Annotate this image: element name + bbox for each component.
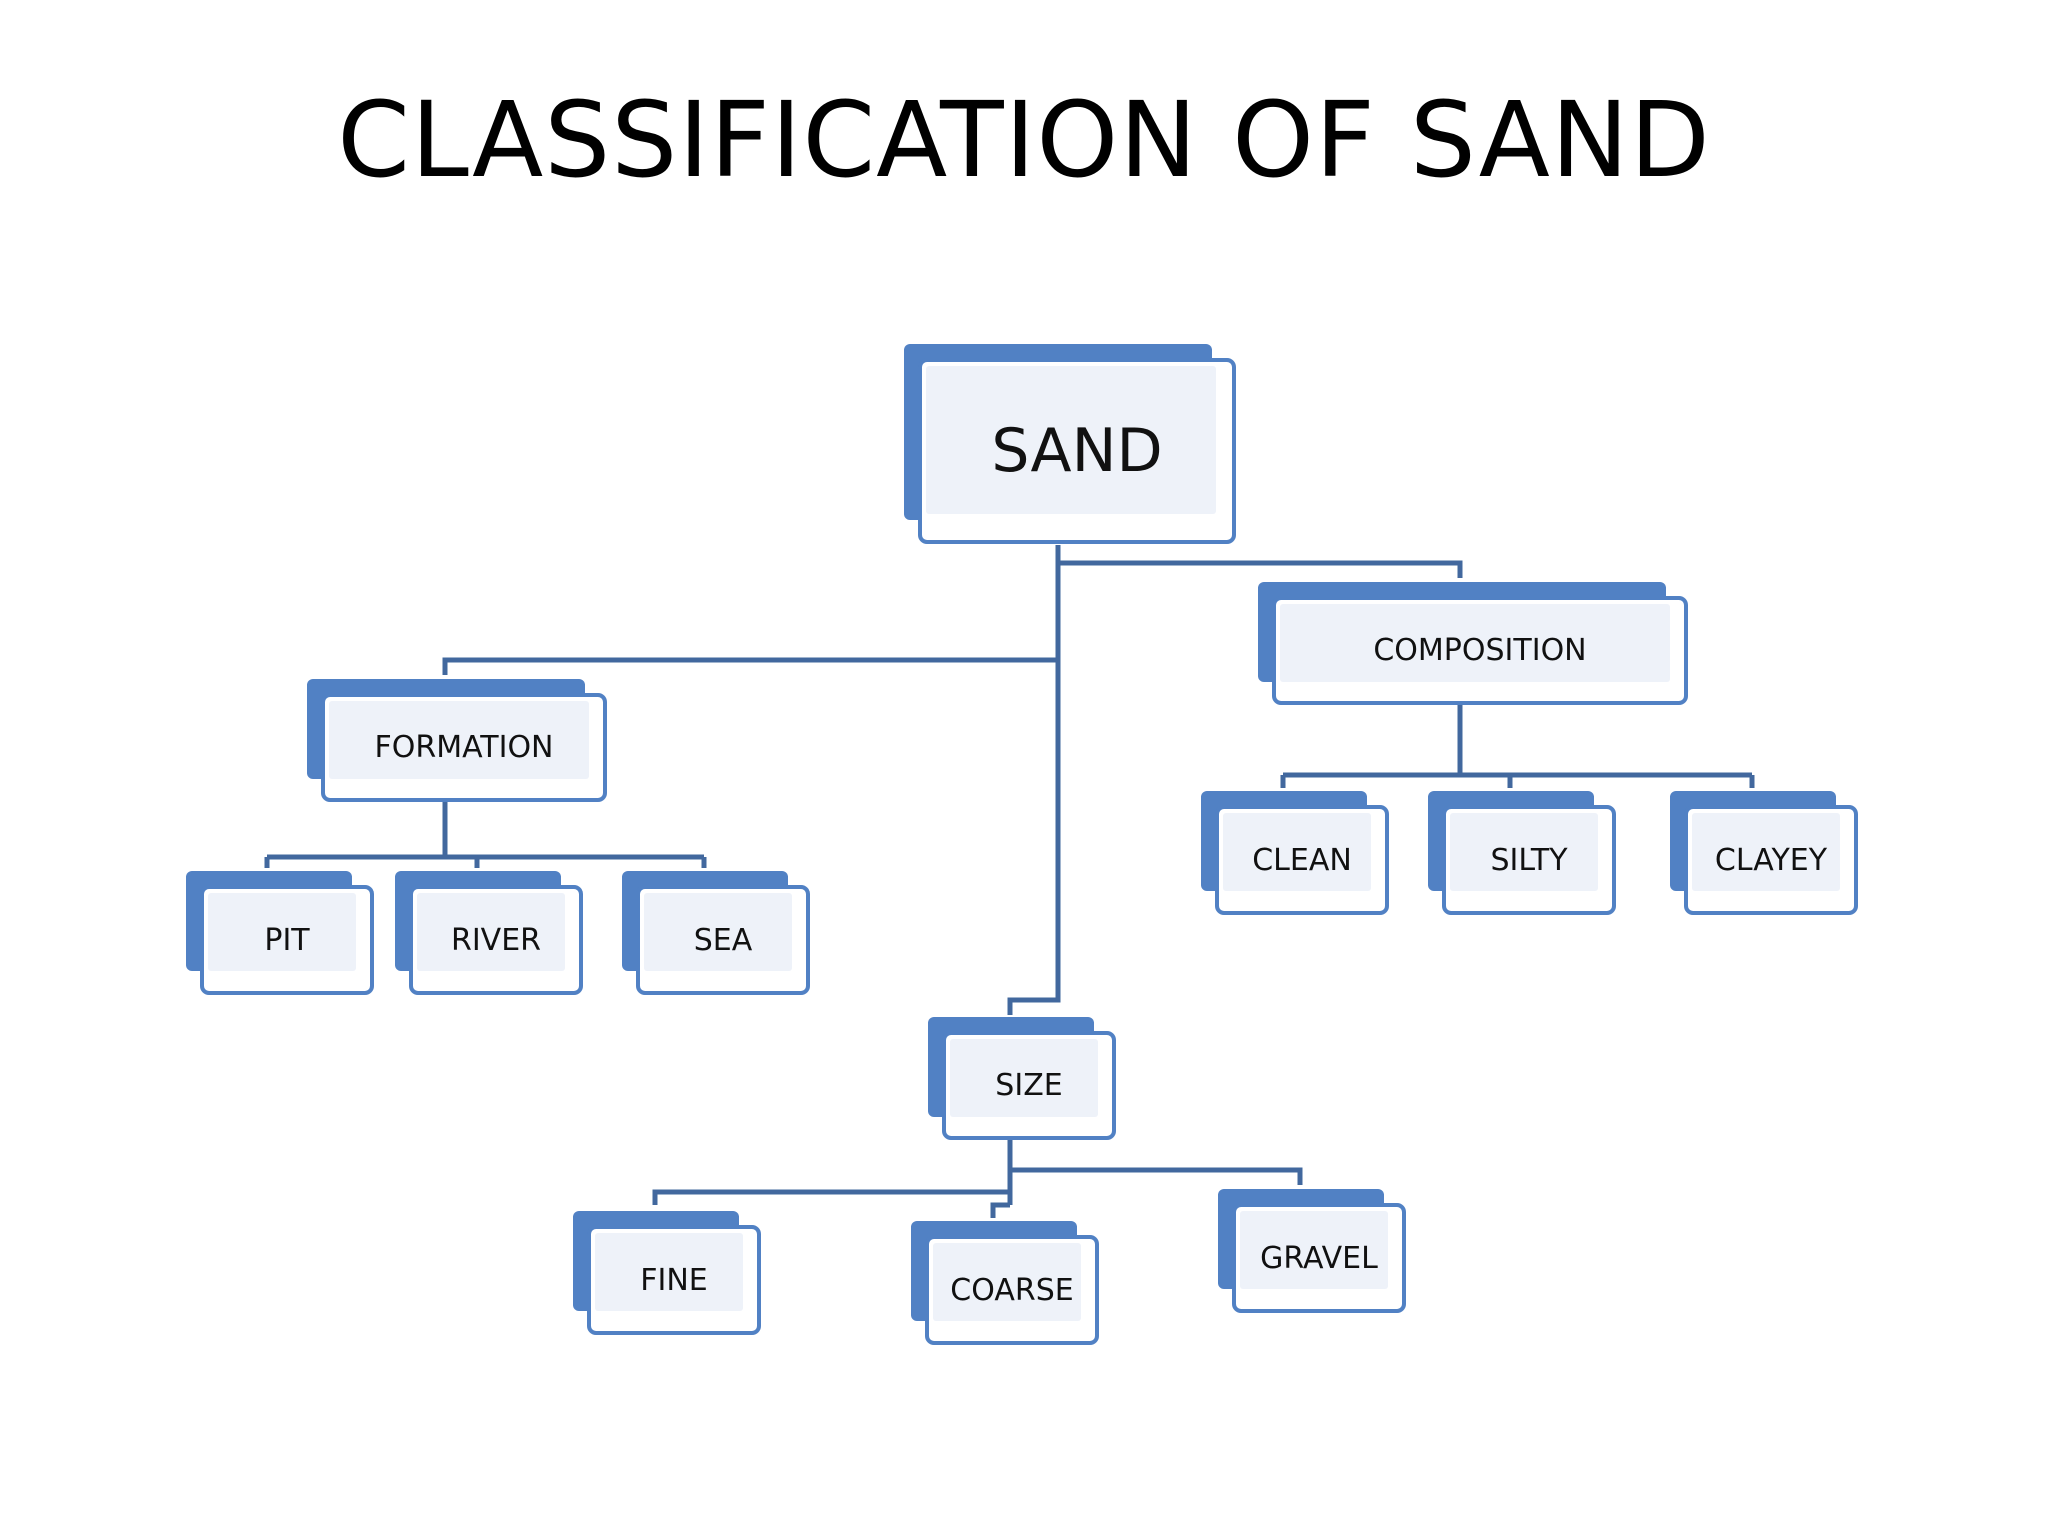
node-label: FINE xyxy=(640,1262,708,1298)
node-fill xyxy=(417,893,565,971)
node-fill xyxy=(933,1243,1081,1321)
node-fill xyxy=(950,1039,1098,1117)
node-fill xyxy=(208,893,356,971)
node-label: GRAVEL xyxy=(1260,1240,1378,1276)
node-label: RIVER xyxy=(450,922,541,958)
node-clayey: CLAYEY xyxy=(1670,791,1858,915)
node-composition: COMPOSITION xyxy=(1258,582,1688,705)
node-fill xyxy=(926,366,1216,514)
node-label: COARSE xyxy=(950,1272,1074,1308)
node-label: SAND xyxy=(991,416,1163,486)
node-label: CLEAN xyxy=(1252,842,1352,878)
node-fill xyxy=(1240,1211,1388,1289)
node-clean: CLEAN xyxy=(1201,791,1389,915)
node-label: FORMATION xyxy=(374,730,554,765)
connector-formation-to-children xyxy=(264,800,707,868)
node-size: SIZE xyxy=(928,1017,1116,1140)
node-silty: SILTY xyxy=(1428,791,1616,915)
node-gravel: GRAVEL xyxy=(1218,1189,1406,1313)
node-fill xyxy=(329,701,589,779)
node-sea: SEA xyxy=(622,871,810,995)
node-coarse: COARSE xyxy=(911,1221,1099,1345)
connector-sand-to-formation xyxy=(442,657,1058,675)
node-fill xyxy=(1280,604,1670,682)
node-fine: FINE xyxy=(573,1211,761,1335)
node-label: PIT xyxy=(264,922,310,958)
node-fill xyxy=(644,893,792,971)
connector-size-to-children xyxy=(652,1140,1303,1218)
node-label: SILTY xyxy=(1490,842,1568,878)
node-pit: PIT xyxy=(186,871,374,995)
node-label: COMPOSITION xyxy=(1373,633,1587,668)
connector-sand-to-composition xyxy=(1058,560,1463,578)
node-river: RIVER xyxy=(395,871,583,995)
node-label: SEA xyxy=(693,922,753,958)
node-formation: FORMATION xyxy=(307,679,607,802)
diagram-title: CLASSIFICATION OF SAND xyxy=(337,79,1711,201)
node-label: CLAYEY xyxy=(1714,842,1828,878)
connector-composition-to-children xyxy=(1280,705,1755,788)
node-label: SIZE xyxy=(995,1068,1063,1103)
node-fill xyxy=(1692,813,1840,891)
node-fill xyxy=(595,1233,743,1311)
node-sand: SAND xyxy=(904,344,1236,544)
connector-sand-to-size xyxy=(1007,545,1061,1015)
node-fill xyxy=(1223,813,1371,891)
node-fill xyxy=(1450,813,1598,891)
